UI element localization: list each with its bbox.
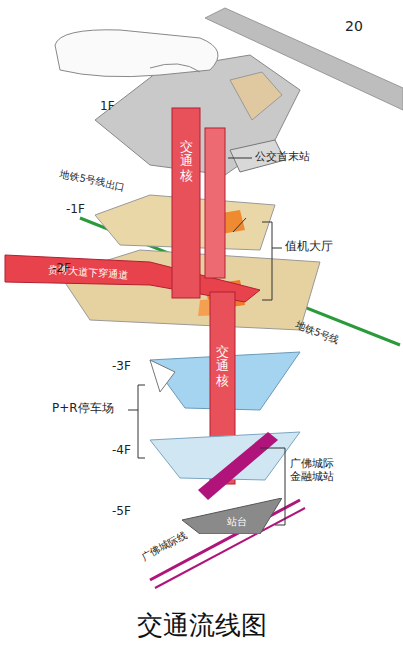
caption: 交通流线图 xyxy=(0,608,403,643)
node-text: 交通核 xyxy=(180,140,193,183)
platform-shape: 站台 xyxy=(182,498,282,534)
floor-label: 地铁5号线出口 xyxy=(59,168,126,193)
floor-label: 广佛城际线 xyxy=(139,529,189,563)
core-column: 交通核 xyxy=(210,345,235,405)
floor-label: 地铁5号线 xyxy=(294,318,341,346)
floor-label: -5F xyxy=(112,505,131,519)
floor-label: 公交首末站 xyxy=(255,151,310,164)
floor-label: -4F xyxy=(112,444,131,458)
floor-label: 1F xyxy=(100,100,115,114)
floor-label: P+R停车场 xyxy=(52,402,114,416)
floor-label: 值机大厅 xyxy=(285,240,333,254)
floor-label: 广佛城际金融城站 xyxy=(290,458,340,483)
node-text: 站台 xyxy=(182,498,282,528)
floor-label: -2F xyxy=(52,262,71,276)
floor-label: -3F xyxy=(112,360,131,374)
node-text: 交通核 xyxy=(216,345,229,388)
floor-label: -1F xyxy=(66,203,85,217)
floor-label: 20 xyxy=(345,18,363,34)
core-column: 交通核 xyxy=(172,140,200,200)
